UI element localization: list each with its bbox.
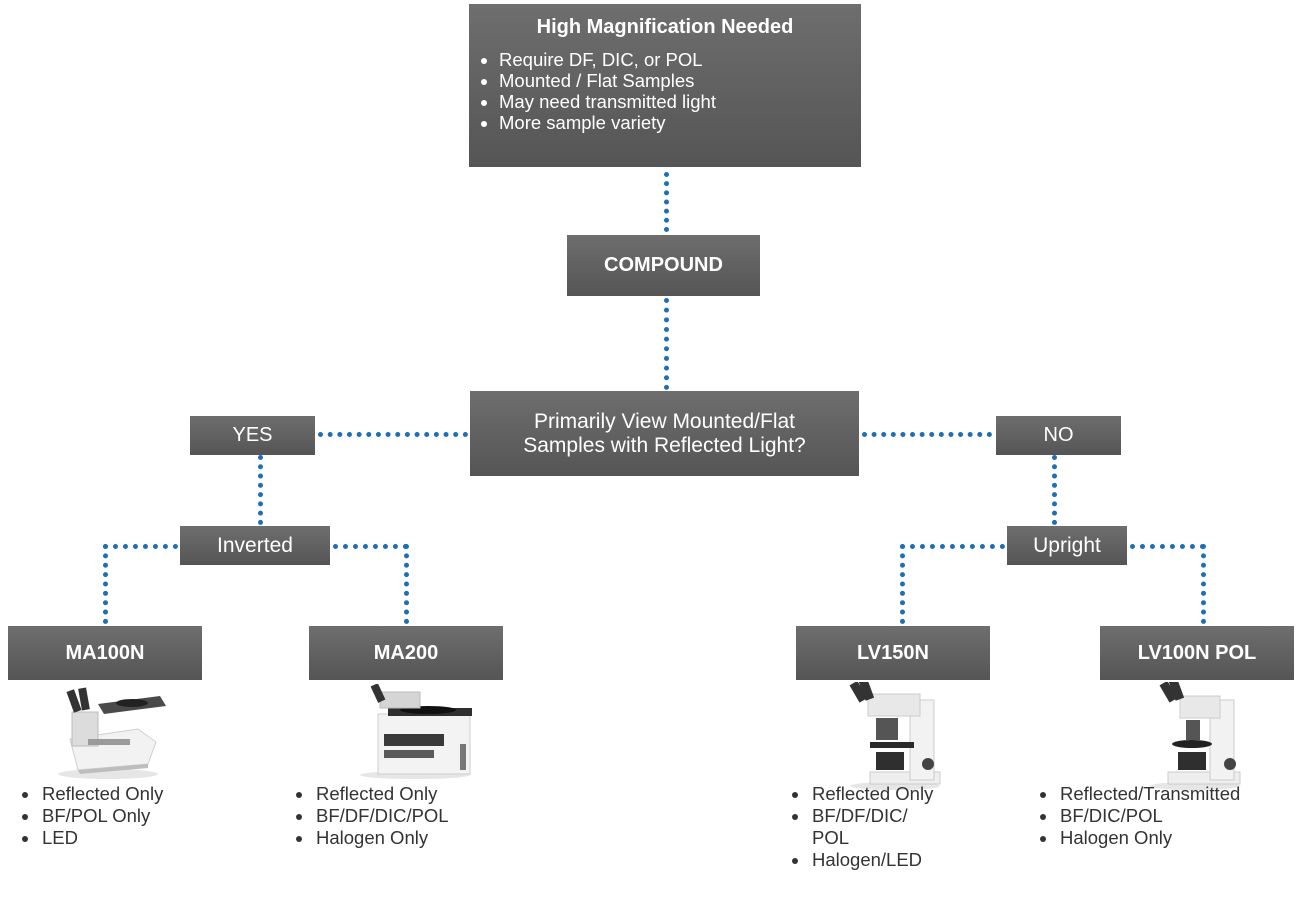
connector-upright-lv150n [900, 544, 905, 624]
feature-item: Reflected Only [314, 783, 524, 805]
requirement-item: More sample variety [499, 112, 861, 133]
feature-item: BF/DF/DIC/ POL [810, 805, 942, 849]
compound-box: COMPOUND [567, 235, 760, 296]
feature-item: BF/DF/DIC/POL [314, 805, 524, 827]
connector-inverted-right [333, 544, 408, 549]
feature-item: Halogen/LED [810, 849, 980, 871]
question-box: Primarily View Mounted/Flat Samples with… [470, 391, 859, 476]
connector-inverted-ma100n [103, 544, 108, 624]
connector-top-compound [664, 172, 669, 232]
model-box-ma200: MA200 [309, 626, 503, 680]
requirements-list: Require DF, DIC, or POL Mounted / Flat S… [469, 49, 861, 133]
feature-item: Reflected/Transmitted [1058, 783, 1309, 805]
connector-inverted-ma200 [404, 544, 409, 624]
ma100n-features: Reflected Only BF/POL Only LED [18, 783, 230, 849]
connector-upright-lv100npol [1201, 544, 1206, 624]
feature-item: BF/DIC/POL [1058, 805, 1309, 827]
yes-box: YES [190, 416, 315, 455]
feature-item: Halogen Only [314, 827, 524, 849]
feature-item: Halogen Only [1058, 827, 1309, 849]
model-box-lv150n: LV150N [796, 626, 990, 680]
connector-upright-right [1130, 544, 1205, 549]
connector-inverted-left [103, 544, 178, 549]
question-line-2: Samples with Reflected Light? [523, 433, 806, 457]
feature-item: Reflected Only [810, 783, 980, 805]
ma200-microscope-image [360, 684, 472, 779]
inverted-box: Inverted [180, 526, 330, 565]
requirement-item: Require DF, DIC, or POL [499, 49, 861, 70]
requirement-item: May need transmitted light [499, 91, 861, 112]
lv150n-features: Reflected Only BF/DF/DIC/ POL Halogen/LE… [788, 783, 980, 871]
question-line-1: Primarily View Mounted/Flat [533, 409, 796, 433]
lv150n-microscope-image [849, 682, 941, 790]
connector-upright-left [900, 544, 1005, 549]
connector-question-no [862, 432, 992, 437]
high-magnification-box: High Magnification Needed Require DF, DI… [469, 4, 861, 167]
feature-item: LED [40, 827, 230, 849]
lv100npol-features: Reflected/Transmitted BF/DIC/POL Halogen… [1036, 783, 1309, 849]
model-box-lv100npol: LV100N POL [1100, 626, 1294, 680]
high-magnification-title: High Magnification Needed [536, 16, 794, 38]
requirement-item: Mounted / Flat Samples [499, 70, 861, 91]
lv100npol-microscope-image [1150, 682, 1241, 790]
ma100n-microscope-image [58, 687, 166, 779]
feature-item: BF/POL Only [40, 805, 230, 827]
feature-item: Reflected Only [40, 783, 230, 805]
upright-box: Upright [1007, 526, 1127, 565]
connector-question-yes [318, 432, 468, 437]
model-box-ma100n: MA100N [8, 626, 202, 680]
connector-compound-question [664, 298, 669, 390]
connector-yes-inverted [258, 455, 263, 525]
connector-no-upright [1052, 455, 1057, 525]
ma200-features: Reflected Only BF/DF/DIC/POL Halogen Onl… [292, 783, 524, 849]
no-box: NO [996, 416, 1121, 455]
